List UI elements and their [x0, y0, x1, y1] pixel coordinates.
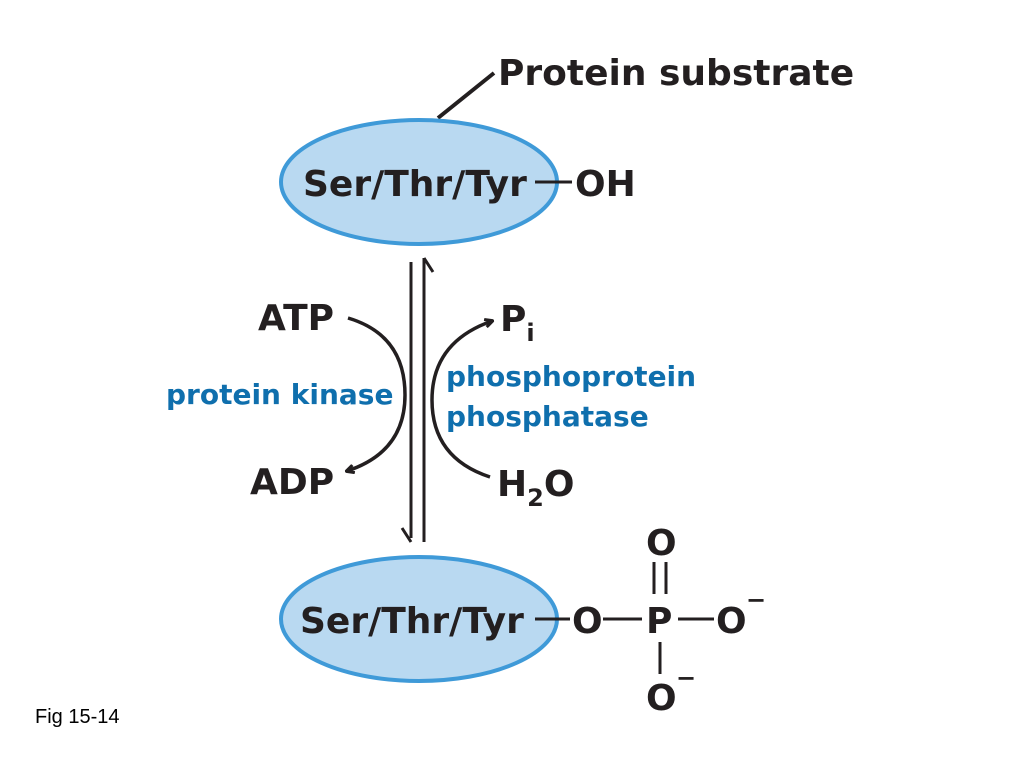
ester-oxygen-label: O — [572, 601, 603, 642]
phosphatase-curved-arrow — [430, 321, 492, 479]
pi-subscript: i — [526, 319, 534, 347]
double-bond-oxygen-label: O — [646, 523, 677, 564]
phosphorus-label: P — [646, 601, 672, 642]
reverse-arrowhead — [422, 257, 435, 273]
substrate-pointer-line — [436, 71, 496, 120]
figure-caption: Fig 15-14 — [35, 706, 120, 728]
adp-label: ADP — [250, 462, 334, 503]
kinase-curved-arrow — [347, 316, 407, 471]
phosphatase-label-line2: phosphatase — [446, 400, 649, 433]
inorganic-phosphate-label: Pi — [500, 299, 535, 347]
protein-kinase-label: protein kinase — [166, 378, 393, 411]
right-oxygen-label: O — [716, 601, 747, 642]
product-residue-label: Ser/Thr/Tyr — [300, 601, 524, 642]
substrate-residue-label: Ser/Thr/Tyr — [303, 164, 527, 205]
hydroxyl-label: OH — [575, 164, 636, 205]
water-label: H2O — [497, 464, 574, 512]
water-h: H — [497, 464, 527, 505]
bottom-oxygen-label: O — [646, 678, 677, 719]
right-oxygen-charge: − — [746, 586, 766, 614]
atp-label: ATP — [258, 298, 334, 339]
forward-arrowhead — [400, 527, 413, 543]
water-o: O — [544, 464, 575, 505]
bottom-oxygen-charge: − — [676, 664, 696, 692]
phosphatase-label-line1: phosphoprotein — [446, 360, 696, 393]
substrate-title: Protein substrate — [498, 53, 854, 94]
pi-main: P — [500, 299, 526, 340]
water-subscript: 2 — [527, 484, 544, 512]
